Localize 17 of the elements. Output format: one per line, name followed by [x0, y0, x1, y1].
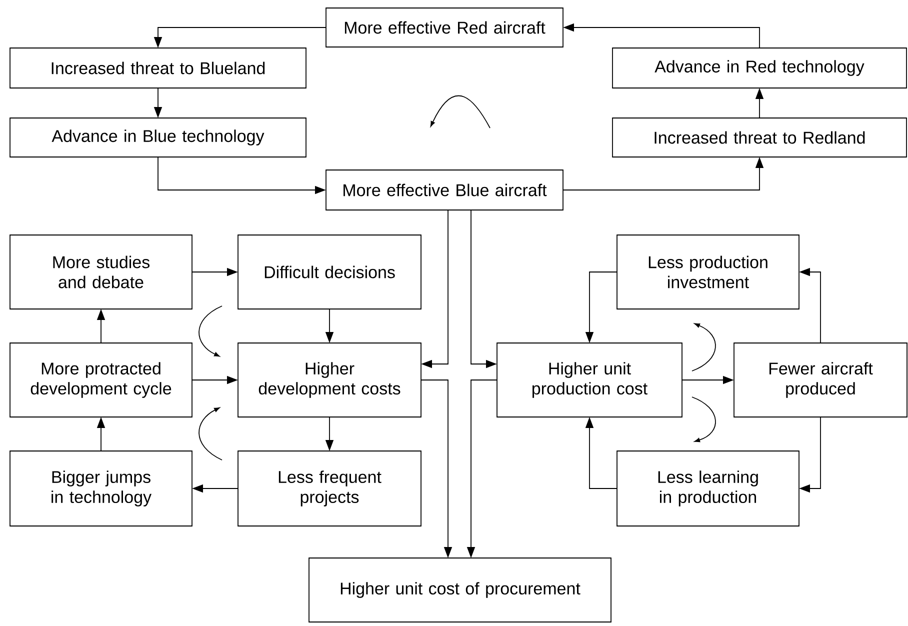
process-box: Less learning in production — [616, 450, 800, 526]
process-box: More studies and debate — [10, 234, 192, 310]
process-box: More effective Blue aircraft — [326, 170, 564, 210]
process-box: Higher unit production cost — [496, 342, 682, 418]
process-box: Increased threat to Blueland — [10, 48, 306, 88]
process-box: Higher development costs — [238, 342, 422, 418]
process-box: Fewer aircraft produced — [734, 342, 908, 418]
process-box: Bigger jumps in technology — [10, 450, 192, 526]
process-box: More effective Red aircraft — [326, 8, 564, 48]
process-box: Less production investment — [616, 234, 800, 310]
process-box: Less frequent projects — [238, 450, 422, 526]
process-box: Difficult decisions — [238, 234, 422, 310]
process-box: More protracted development cycle — [10, 342, 192, 418]
process-box: Increased threat to Redland — [612, 118, 907, 158]
process-box: Advance in Red technology — [612, 48, 907, 88]
process-box: Advance in Blue technology — [10, 118, 306, 158]
process-box: Higher unit cost of procurement — [308, 558, 612, 622]
